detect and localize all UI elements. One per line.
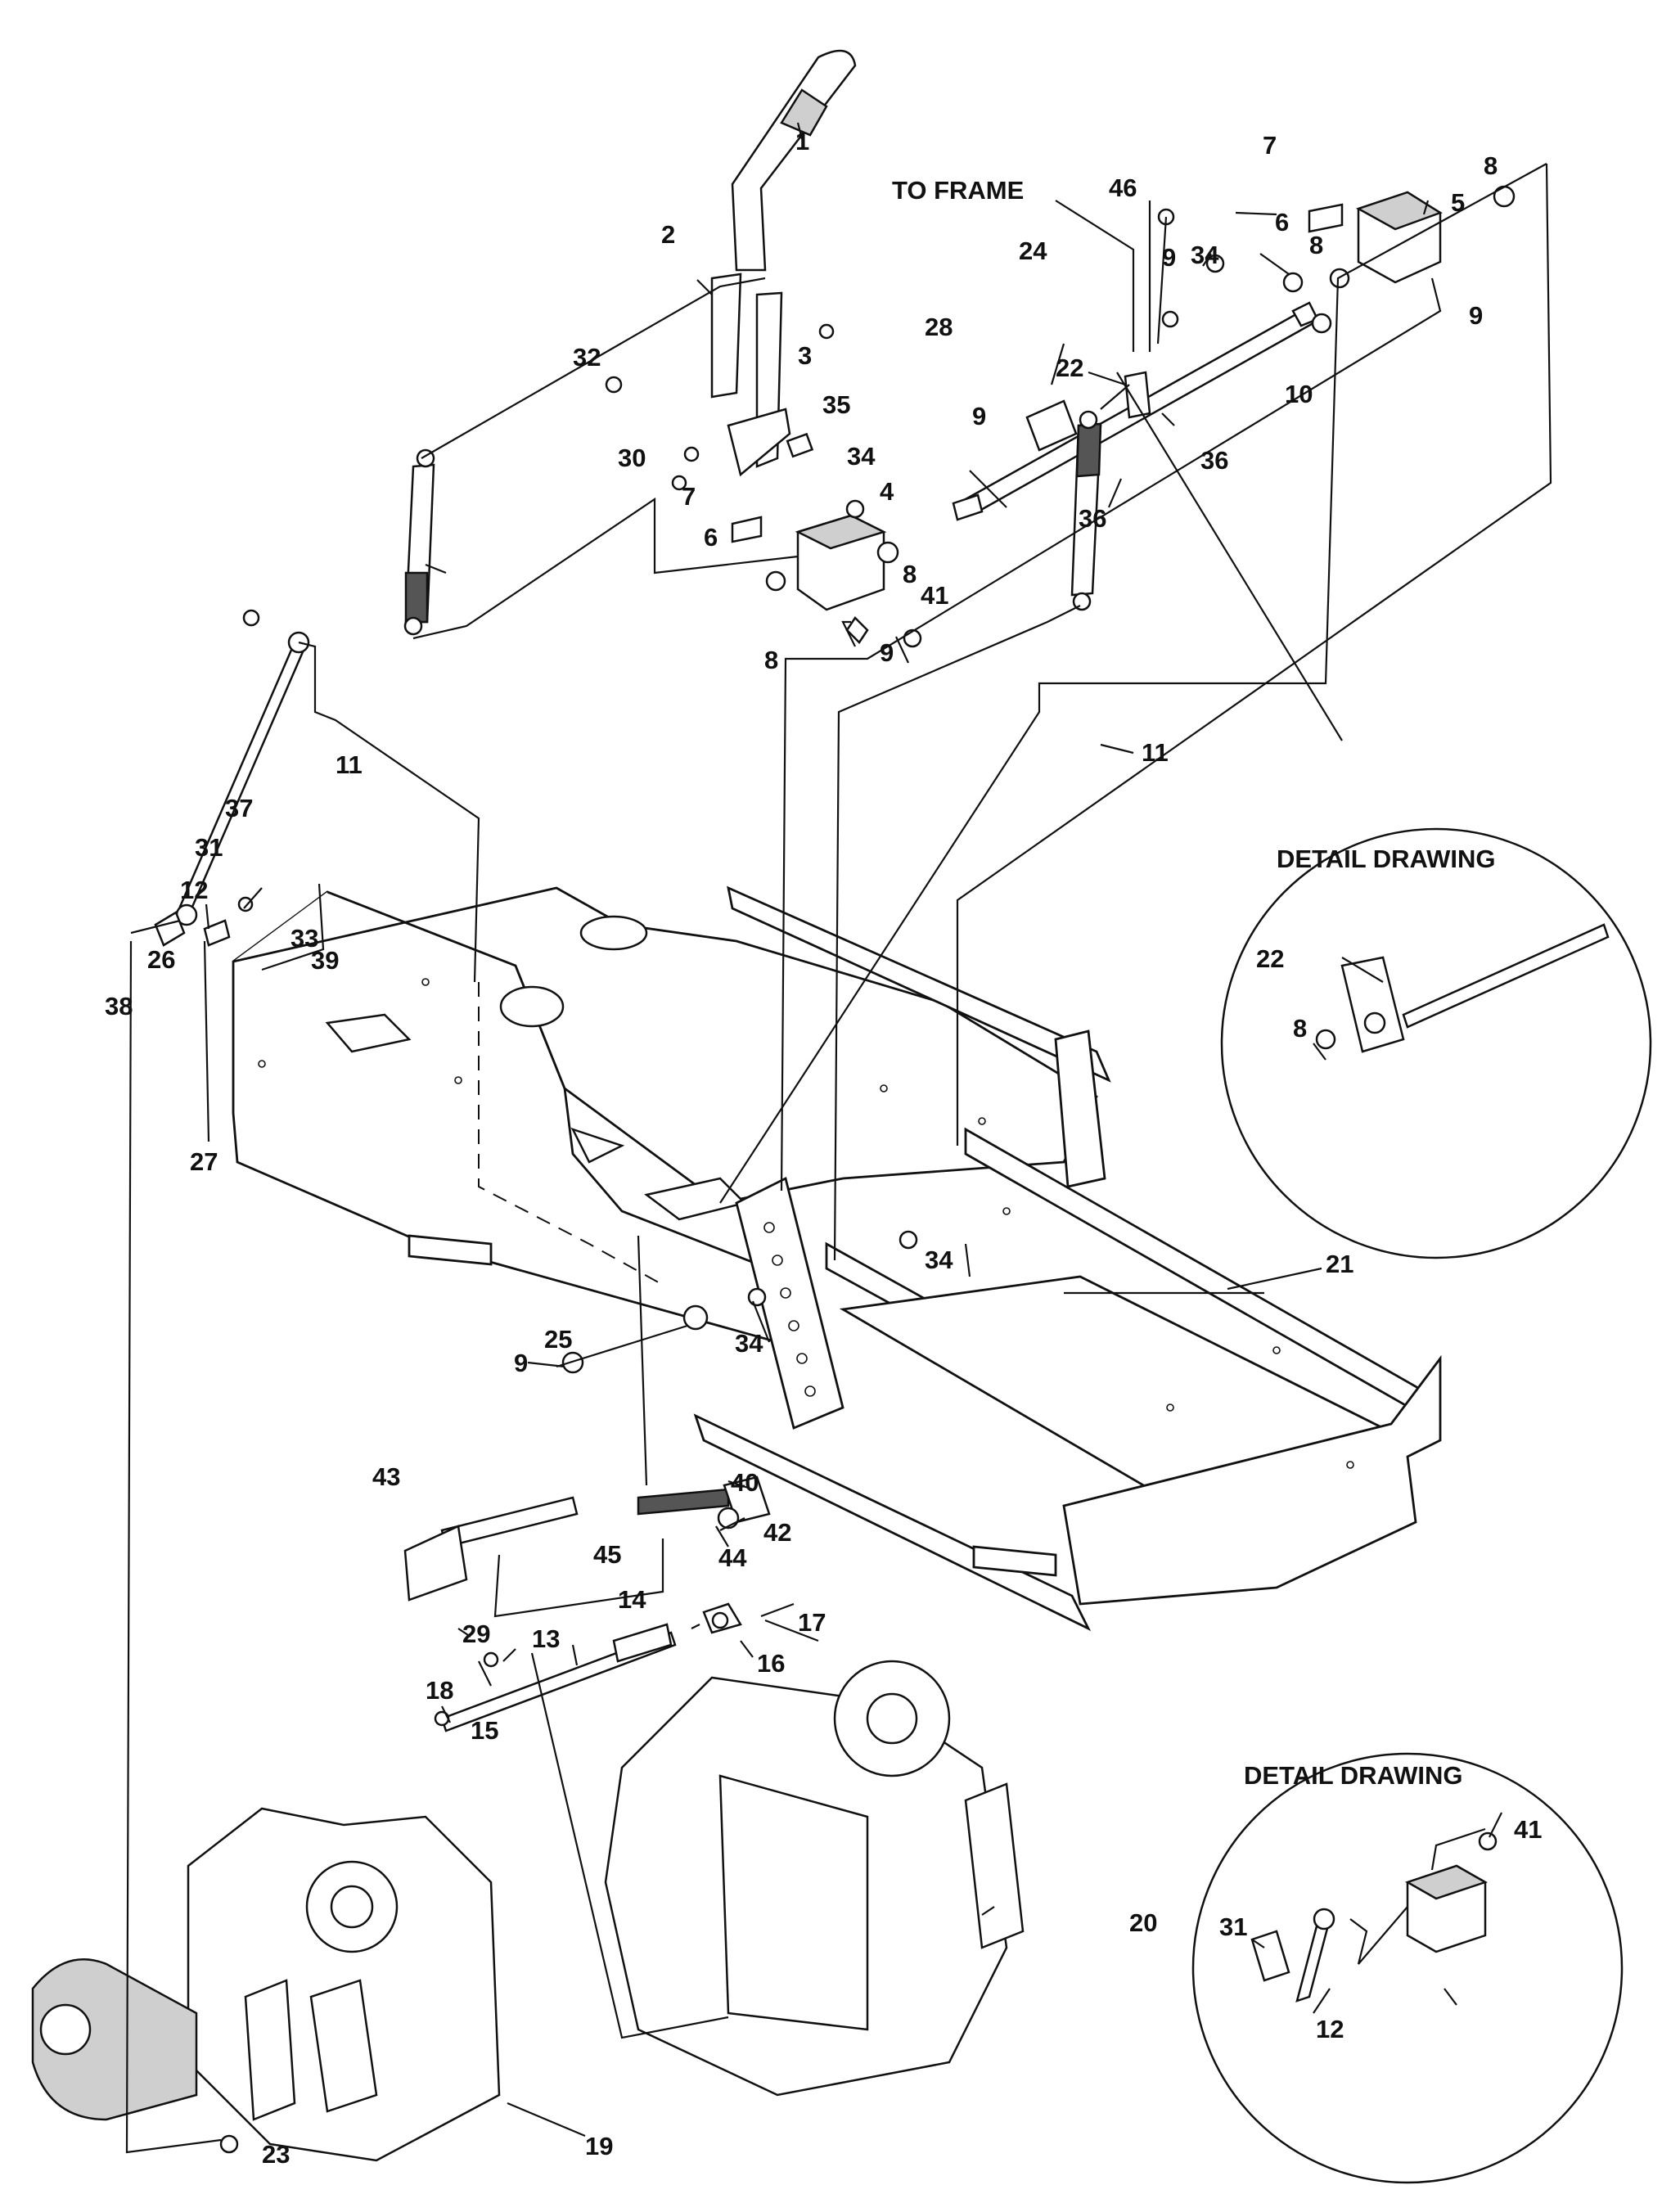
- detail-circle-bottom: [1191, 1752, 1624, 2184]
- detail-drawing-label-bottom: DETAIL DRAWING: [1244, 1761, 1463, 1790]
- callout-40: 40: [731, 1468, 759, 1497]
- lower-linkage: [403, 1475, 771, 1732]
- callout-14: 14: [618, 1585, 646, 1614]
- callout-9d: 9: [880, 638, 894, 667]
- detail-bottom-contents: [1250, 1831, 1498, 2003]
- transmission-left: [31, 1807, 501, 2162]
- callout-23: 23: [262, 2140, 290, 2169]
- callout-13: 13: [532, 1624, 560, 1653]
- callout-10: 10: [1285, 380, 1313, 408]
- callout-9c: 9: [972, 402, 986, 430]
- detail-drawing-label-top: DETAIL DRAWING: [1277, 845, 1496, 873]
- transmission-right: [604, 1660, 1025, 2097]
- callout-15: 15: [471, 1716, 498, 1745]
- callout-28: 28: [925, 313, 953, 341]
- callout-11a: 11: [336, 750, 363, 779]
- callout-22a: 22: [1056, 354, 1083, 382]
- callout-9b: 9: [1469, 301, 1483, 330]
- callout-9a: 9: [1162, 243, 1176, 272]
- pivot-block-left: [731, 514, 899, 644]
- callout-22b: 22: [1256, 944, 1284, 973]
- to-frame-label: TO FRAME: [892, 176, 1024, 205]
- callout-1: 1: [795, 127, 809, 155]
- callout-29: 29: [462, 1620, 490, 1648]
- callout-26: 26: [147, 945, 175, 974]
- callout-36b: 36: [1079, 504, 1106, 533]
- callout-11b: 11: [1142, 738, 1169, 767]
- control-lever: [710, 49, 857, 477]
- callout-8a: 8: [1484, 151, 1498, 180]
- callout-9e: 9: [514, 1349, 528, 1377]
- gas-spring-left: [403, 448, 435, 636]
- callout-25: 25: [544, 1325, 572, 1354]
- callout-6b: 6: [704, 523, 718, 552]
- callout-34c: 34: [925, 1246, 953, 1274]
- hardware-small-parts: [219, 208, 1332, 2154]
- pivot-block-right: [1308, 185, 1516, 289]
- callout-7a: 7: [1263, 131, 1277, 160]
- callout-12b: 12: [1316, 2015, 1344, 2043]
- callout-34d: 34: [735, 1329, 763, 1358]
- callout-18: 18: [426, 1676, 453, 1705]
- callout-36a: 36: [1200, 446, 1228, 475]
- callout-12a: 12: [180, 876, 208, 904]
- callout-33: 33: [291, 924, 318, 953]
- gas-spring-right: [1070, 410, 1102, 611]
- callout-44: 44: [718, 1543, 747, 1572]
- callout-30: 30: [618, 444, 646, 472]
- callout-37: 37: [225, 794, 253, 822]
- callout-2: 2: [661, 220, 675, 249]
- callout-43: 43: [372, 1462, 400, 1491]
- chassis-frame: [232, 885, 1442, 1632]
- callout-16: 16: [757, 1649, 785, 1678]
- hidden-lines: [478, 982, 664, 1286]
- callout-6a: 6: [1275, 208, 1289, 237]
- callout-46: 46: [1109, 173, 1137, 202]
- callout-32: 32: [573, 343, 601, 372]
- callout-41a: 41: [921, 581, 948, 610]
- callout-19: 19: [585, 2132, 613, 2160]
- detail-top-contents: [1315, 923, 1610, 1053]
- callouts: 1 2 3 4 5 6 6 7 7 8 8 8 8 8 9 9 9 9 9 10…: [105, 127, 1542, 2169]
- callout-3: 3: [798, 341, 812, 370]
- callout-17: 17: [798, 1608, 826, 1637]
- callout-21: 21: [1326, 1250, 1353, 1278]
- callout-35: 35: [822, 390, 850, 419]
- callout-24: 24: [1019, 237, 1047, 265]
- callout-5: 5: [1451, 188, 1465, 217]
- callout-4: 4: [880, 477, 894, 506]
- callout-7b: 7: [682, 482, 696, 511]
- callout-27: 27: [190, 1147, 218, 1176]
- cross-shaft: [952, 301, 1319, 521]
- callout-39: 39: [311, 946, 339, 975]
- linkage-rod: [154, 631, 310, 947]
- callout-8c: 8: [903, 560, 917, 588]
- detail-circle-top: [1220, 827, 1652, 1259]
- callout-38: 38: [105, 992, 133, 1020]
- callout-42: 42: [763, 1518, 791, 1547]
- callout-8b: 8: [1309, 231, 1323, 259]
- callout-20: 20: [1129, 1908, 1157, 1937]
- callout-41b: 41: [1514, 1815, 1542, 1844]
- callout-31b: 31: [1219, 1912, 1247, 1941]
- callout-8e: 8: [1293, 1014, 1307, 1043]
- callout-34b: 34: [847, 442, 876, 471]
- callout-8d: 8: [764, 646, 778, 674]
- callout-34a: 34: [1191, 241, 1219, 269]
- leader-lines: [125, 122, 1552, 2154]
- callout-31a: 31: [195, 833, 223, 862]
- callout-45: 45: [593, 1540, 621, 1569]
